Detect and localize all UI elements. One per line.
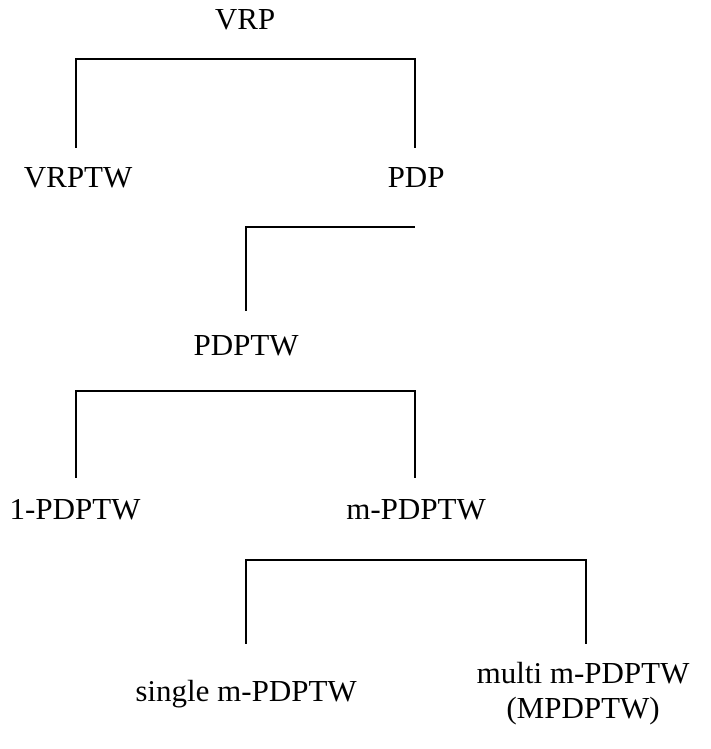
connector-pdp-to-pdptw xyxy=(245,226,415,311)
node-pdptw: PDPTW xyxy=(193,327,299,362)
node-vrp: VRP xyxy=(214,1,276,36)
node-vrptw: VRPTW xyxy=(23,159,133,194)
node-multi-m-pdptw: multi m-PDPTW (MPDPTW) xyxy=(455,655,711,725)
node-m-pdptw: m-PDPTW xyxy=(346,491,486,526)
node-single-m-pdptw: single m-PDPTW xyxy=(135,673,357,708)
connector-vrp-to-children xyxy=(75,58,416,148)
connector-pdptw-to-children xyxy=(75,390,416,478)
node-multi-m-pdptw-line1: multi m-PDPTW xyxy=(476,655,690,690)
node-pdp: PDP xyxy=(387,159,445,194)
node-multi-m-pdptw-line2: (MPDPTW) xyxy=(506,689,660,725)
node-1-pdptw: 1-PDPTW xyxy=(9,491,141,526)
connector-mpdptw-to-children xyxy=(245,559,587,644)
